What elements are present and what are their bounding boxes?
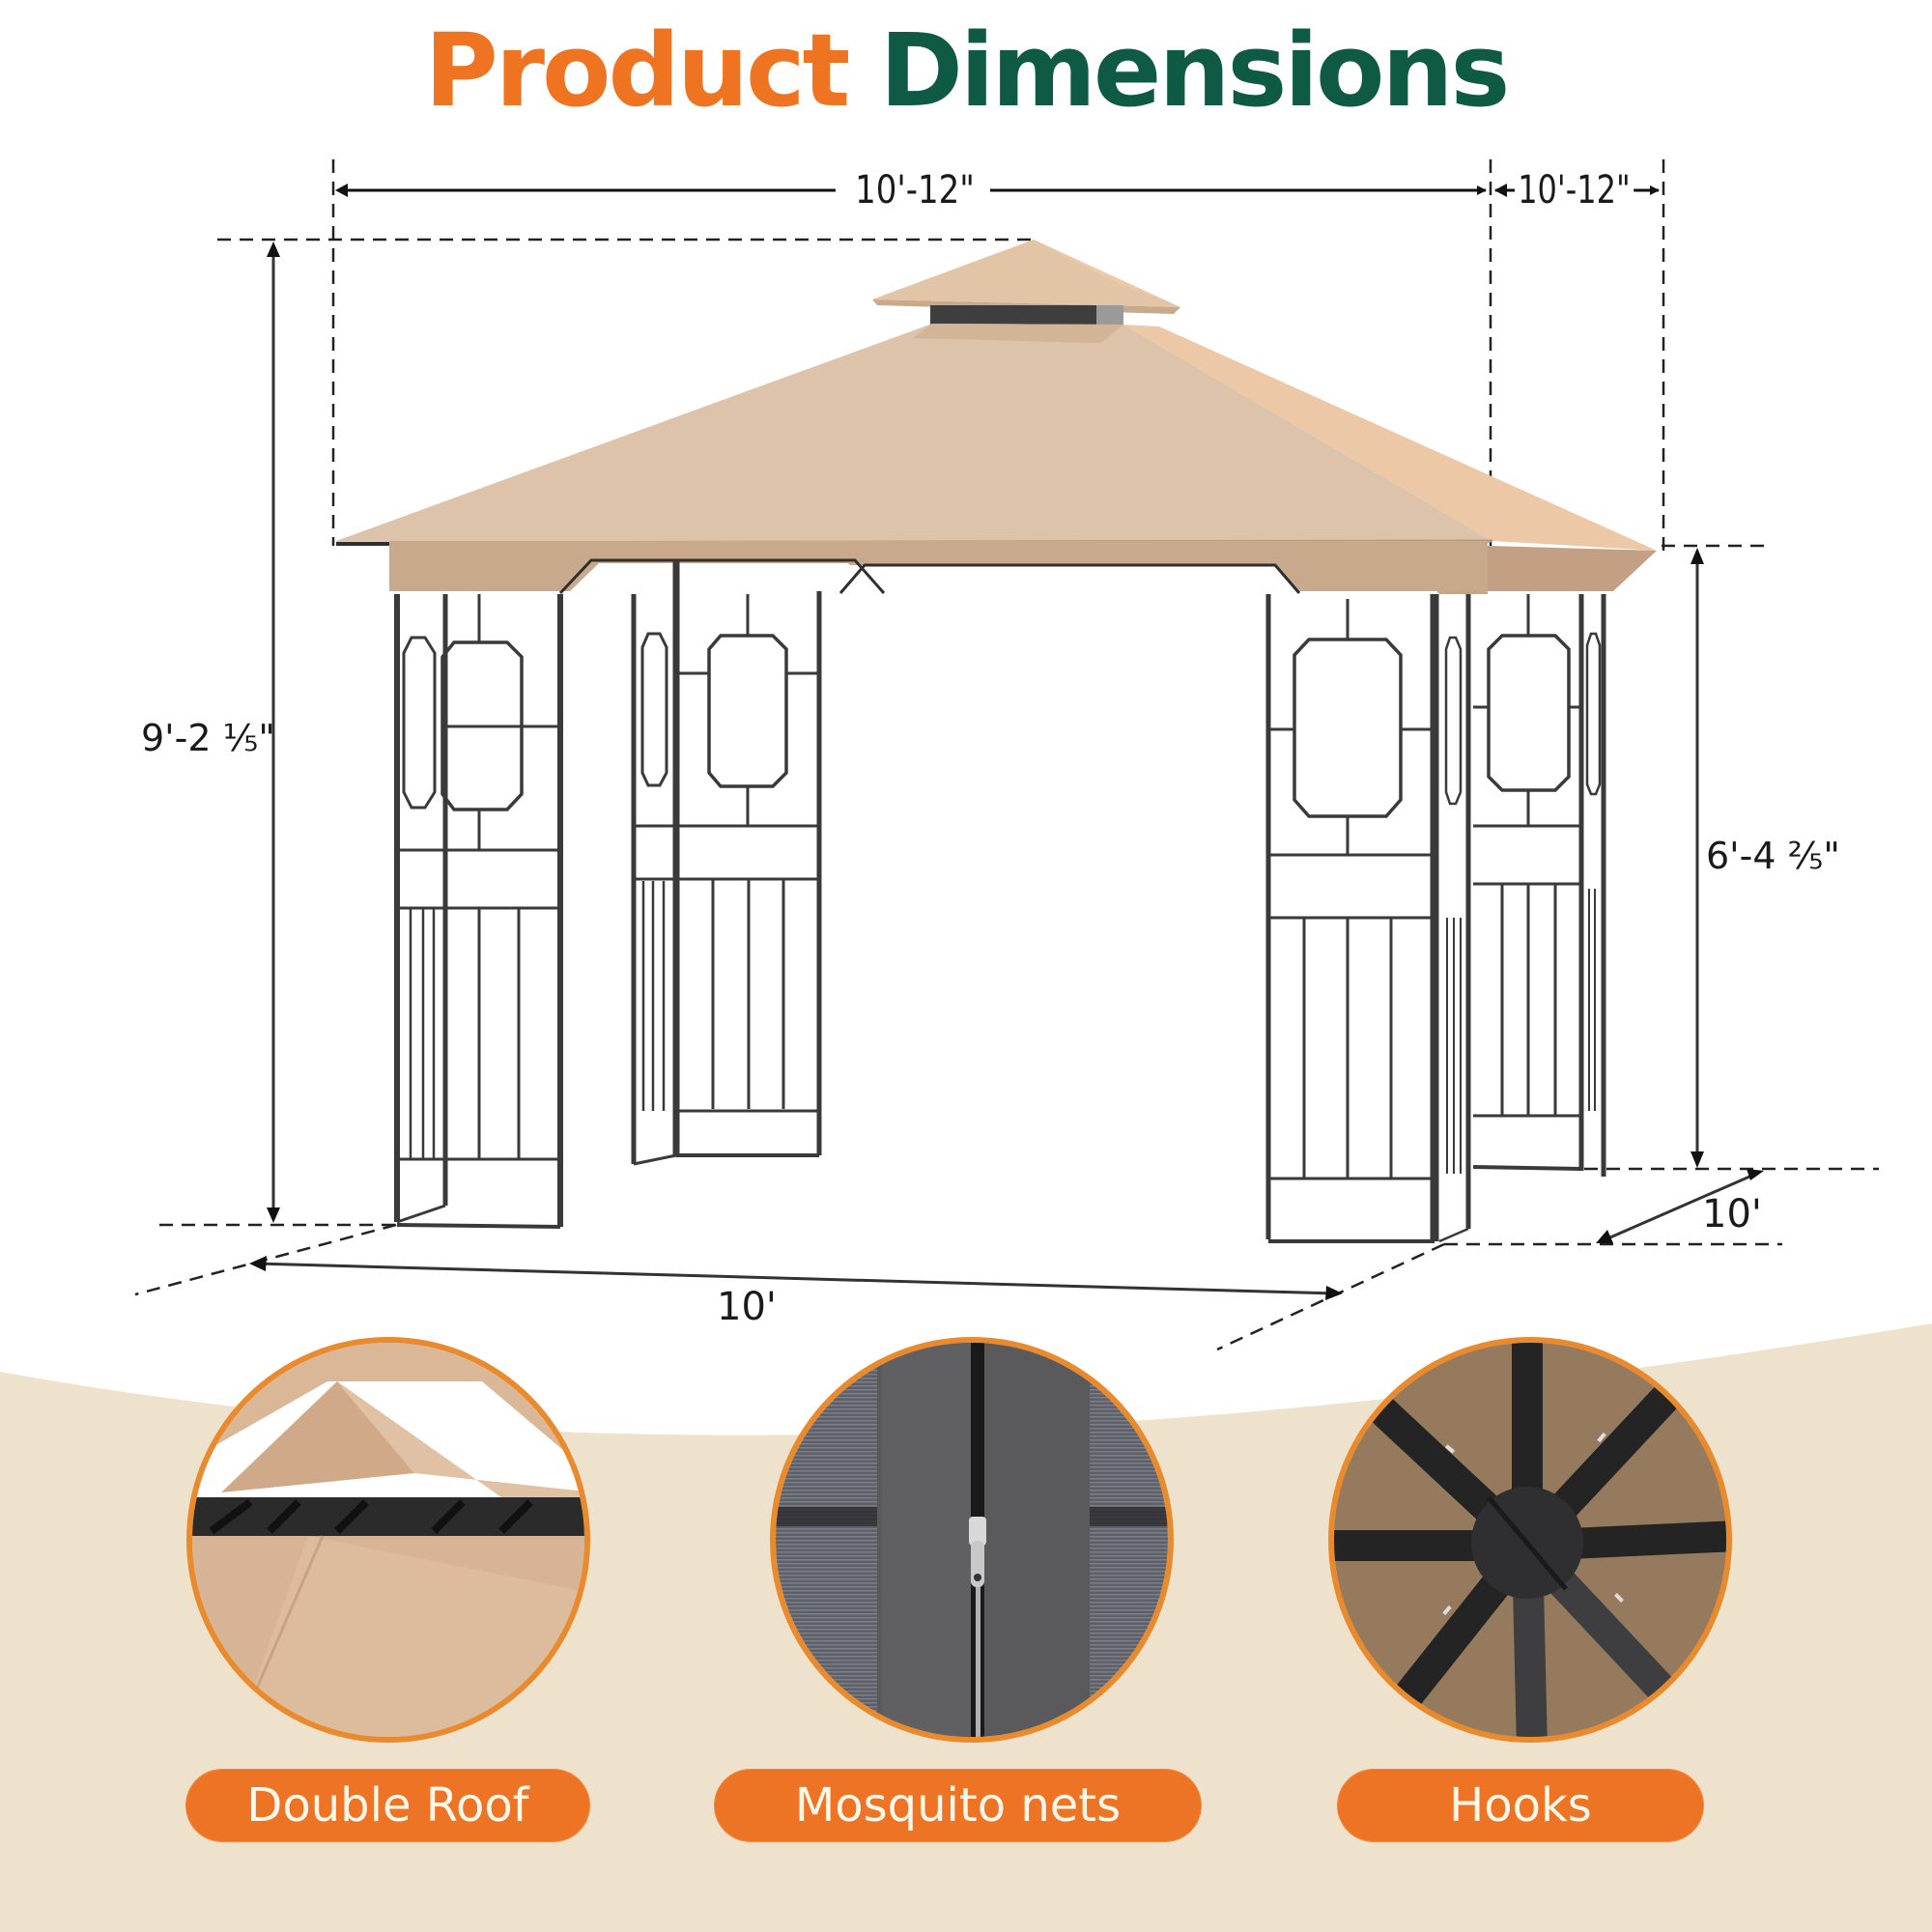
feature-label-double-roof: Double Roof — [186, 1770, 589, 1841]
back-right-panel — [1472, 594, 1606, 1177]
base-width-arrow — [255, 1262, 1337, 1295]
gazebo-frame — [394, 560, 1606, 1243]
roof-hub-hooks-icon — [1334, 1343, 1726, 1737]
feature-label-hooks: Hooks — [1338, 1770, 1703, 1841]
base-depth-arrow — [1603, 1172, 1757, 1242]
feature-photo-double-roof — [186, 1337, 590, 1743]
base-depth-label: 10' — [1702, 1192, 1762, 1236]
double-roof-photo-icon — [192, 1343, 584, 1737]
page-title: Product Dimensions — [0, 8, 1932, 133]
base-width-label: 10' — [717, 1285, 777, 1329]
total-height-label: 9'-2 ⅕" — [141, 717, 275, 759]
top-depth-label: 10'-12" — [1515, 168, 1634, 213]
front-right-panel — [1265, 594, 1471, 1243]
title-word-dimensions: Dimensions — [879, 12, 1511, 129]
eave-height-label: 6'-4 ⅖" — [1706, 835, 1840, 877]
feature-photo-hooks — [1328, 1337, 1732, 1743]
feature-label-mosquito-nets: Mosquito nets — [715, 1770, 1201, 1841]
front-left-panel — [394, 594, 563, 1229]
top-width-label: 10'-12" — [850, 168, 980, 213]
title-word-product: Product — [424, 12, 851, 129]
back-left-panel — [631, 560, 822, 1166]
gazebo-roof — [335, 240, 1657, 595]
feature-photo-mosquito-nets — [770, 1337, 1174, 1743]
gazebo-dimension-diagram — [134, 159, 1879, 1351]
mosquito-net-zipper-icon — [776, 1343, 1168, 1737]
